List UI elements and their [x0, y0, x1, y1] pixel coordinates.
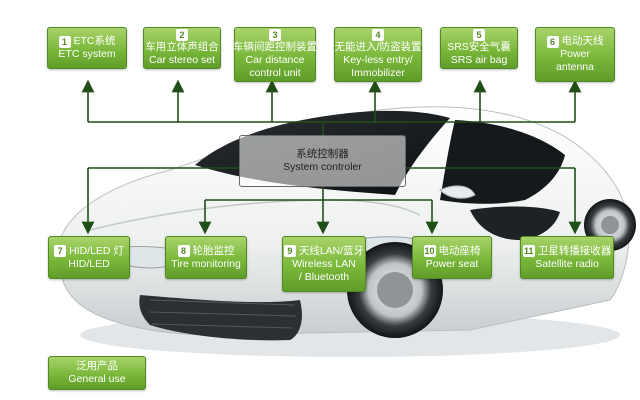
system-controller-cn: 系统控制器	[296, 148, 349, 160]
legend-general-use: 泛用产品 General use	[48, 356, 146, 390]
module-cn-label: 车辆间距控制装置	[233, 41, 317, 53]
module-en-label: ETC system	[58, 48, 116, 60]
module-number: 3	[269, 29, 281, 41]
module-number: 4	[372, 29, 384, 41]
module-en-label: Wireless LAN	[292, 257, 356, 270]
module-car-distance-control: 3 车辆间距控制装置 Car distance control unit	[233, 27, 317, 82]
module-cn-label: 天线LAN/蓝牙	[298, 244, 365, 257]
module-en-label: Power	[560, 48, 590, 60]
legend-cn-label: 泛用产品	[76, 360, 118, 372]
module-number: 5	[473, 29, 485, 41]
module-en-label-2: control unit	[249, 67, 301, 79]
module-number: 8	[177, 245, 190, 257]
module-en-label: Key-less entry/	[343, 54, 413, 66]
module-number: 11	[522, 245, 535, 257]
module-en-label: HID/LED	[68, 257, 110, 270]
module-number: 10	[423, 245, 436, 257]
module-en-label: Power seat	[425, 257, 479, 270]
connectors	[81, 79, 582, 235]
module-cn-label: 无能进入/防盗装置	[334, 41, 422, 53]
module-en-label-2: antenna	[556, 61, 594, 73]
module-en-label: Car distance	[245, 54, 305, 66]
module-car-stereo-set: 2 车用立体声组合 Car stereo set	[143, 27, 221, 69]
module-cn-label: 卫星转播接收器	[537, 244, 612, 257]
module-cn-label: HID/LED 灯	[69, 244, 124, 257]
module-number: 7	[54, 245, 67, 257]
module-en-label-2: / Bluetooth	[298, 270, 350, 283]
legend-en-label: General use	[68, 373, 126, 385]
module-en-label: SRS air bag	[450, 54, 508, 66]
system-controller-en: System controler	[283, 161, 362, 173]
module-en-label: Satellite radio	[535, 257, 599, 270]
module-en-label: Car stereo set	[149, 54, 215, 66]
module-number: 6	[546, 35, 559, 48]
module-en-label-2: Immobilizer	[351, 67, 405, 79]
module-cn-label: 车用立体声组合	[145, 41, 219, 53]
module-en-label: Tire monitoring	[171, 257, 241, 270]
module-cn-label: SRS安全气囊	[447, 41, 511, 53]
module-cn-label: 电动天线	[561, 35, 604, 47]
module-cn-label: ETC系统	[73, 35, 116, 47]
system-controller: 系统控制器 System controler	[239, 135, 406, 187]
module-cn-label: 轮胎监控	[192, 244, 235, 257]
module-keyless-entry-immobilizer: 4 无能进入/防盗装置 Key-less entry/ Immobilizer	[334, 27, 422, 82]
module-number: 9	[283, 245, 296, 257]
module-cn-label: 电动座椅	[438, 244, 481, 257]
module-number: 1	[58, 35, 71, 48]
module-number: 2	[176, 29, 188, 41]
module-srs-air-bag: 5 SRS安全气囊 SRS air bag	[440, 27, 518, 69]
